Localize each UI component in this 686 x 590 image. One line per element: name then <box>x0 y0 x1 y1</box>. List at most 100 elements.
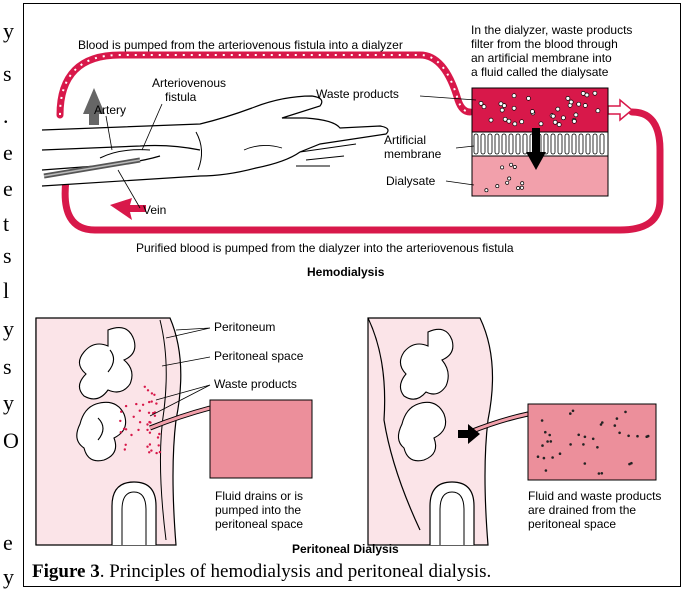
particle <box>496 185 499 188</box>
particle <box>593 91 597 95</box>
particle <box>569 100 573 104</box>
fluid-bag-left <box>210 400 312 478</box>
leader-dialysate <box>446 181 474 185</box>
membrane-pore <box>586 134 590 154</box>
particle <box>124 448 126 450</box>
particle <box>512 94 516 98</box>
particle <box>577 434 580 437</box>
pelvis-right <box>430 482 474 545</box>
particle <box>569 412 572 415</box>
particle <box>627 435 630 438</box>
particle <box>636 435 639 438</box>
label-vein: Vein <box>143 203 166 217</box>
particle <box>584 462 587 465</box>
particle <box>513 122 517 126</box>
particle <box>544 431 547 434</box>
particle <box>157 436 159 438</box>
label-waste-products: Waste products <box>316 87 399 101</box>
particle <box>569 443 572 446</box>
particle <box>559 452 562 455</box>
particle <box>120 411 122 413</box>
particle <box>125 428 127 430</box>
membrane-pore <box>509 134 513 154</box>
particle <box>155 452 157 454</box>
particle <box>153 394 155 396</box>
flow-arrow-in <box>110 198 146 220</box>
membrane-pore <box>502 134 506 154</box>
dialyzer-note-line1: In the dialyzer, waste products <box>471 23 632 37</box>
particle <box>142 404 144 406</box>
particle <box>520 186 523 189</box>
particle <box>541 419 544 422</box>
particle <box>601 421 604 424</box>
hemo-top-caption: Blood is pumped from the arteriovenous f… <box>78 38 403 52</box>
particle <box>546 440 549 443</box>
label-fistula: fistula <box>165 90 197 104</box>
particle <box>506 181 509 184</box>
particle <box>596 109 600 113</box>
particle <box>582 443 585 446</box>
particle <box>139 410 141 412</box>
particle <box>123 428 125 430</box>
particle <box>158 444 160 446</box>
particle <box>541 444 544 447</box>
particle <box>647 435 650 438</box>
particle <box>149 432 151 434</box>
particle <box>517 187 520 190</box>
particle <box>512 106 516 110</box>
label-peritoneum: Peritoneum <box>214 320 275 334</box>
particle <box>521 182 524 185</box>
particle <box>596 446 599 449</box>
particle <box>584 436 587 439</box>
particle <box>151 392 153 394</box>
particle <box>500 108 504 112</box>
particle <box>508 177 511 180</box>
particle <box>550 440 553 443</box>
particle <box>149 421 151 423</box>
particle <box>482 105 486 109</box>
particle <box>510 163 513 166</box>
particle <box>146 423 148 425</box>
particle <box>502 104 506 108</box>
particle <box>139 421 141 423</box>
particle <box>503 117 507 121</box>
particle <box>545 469 548 472</box>
particle <box>119 420 121 422</box>
particle <box>583 104 587 108</box>
pelvis-left <box>112 482 156 545</box>
membrane-pore <box>558 134 562 154</box>
right-note-line3: peritoneal space <box>528 517 616 531</box>
particle <box>125 405 127 407</box>
particle <box>628 463 631 466</box>
particle <box>479 101 483 105</box>
membrane-pore <box>551 134 555 154</box>
particle <box>144 386 146 388</box>
membrane-pore <box>481 134 485 154</box>
membrane-pore <box>495 134 499 154</box>
left-note-line1: Fluid drains or is <box>215 489 303 503</box>
dialyzer-note-line2: filter from the blood through <box>471 37 618 51</box>
membrane-pore <box>523 134 527 154</box>
particle <box>527 96 531 100</box>
particle <box>592 438 595 441</box>
particle <box>566 96 570 100</box>
particle <box>551 456 554 459</box>
particle <box>150 449 152 451</box>
particle <box>577 102 581 106</box>
particle <box>148 401 150 403</box>
particle <box>520 120 524 124</box>
particle <box>151 400 153 402</box>
particle <box>120 431 122 433</box>
label-waste-products-pd: Waste products <box>214 377 297 391</box>
particle <box>485 189 488 192</box>
membrane-pore <box>579 134 583 154</box>
particle <box>148 412 150 414</box>
dialyzer-note-line3: an artificial membrane into <box>471 51 612 65</box>
particle <box>574 113 578 117</box>
dialyzer-note-line4: a fluid called the dialysate <box>471 65 609 79</box>
membrane-pore <box>593 134 597 154</box>
particle <box>598 472 601 475</box>
particle <box>572 119 576 123</box>
particle <box>557 123 561 127</box>
particle <box>543 457 546 460</box>
